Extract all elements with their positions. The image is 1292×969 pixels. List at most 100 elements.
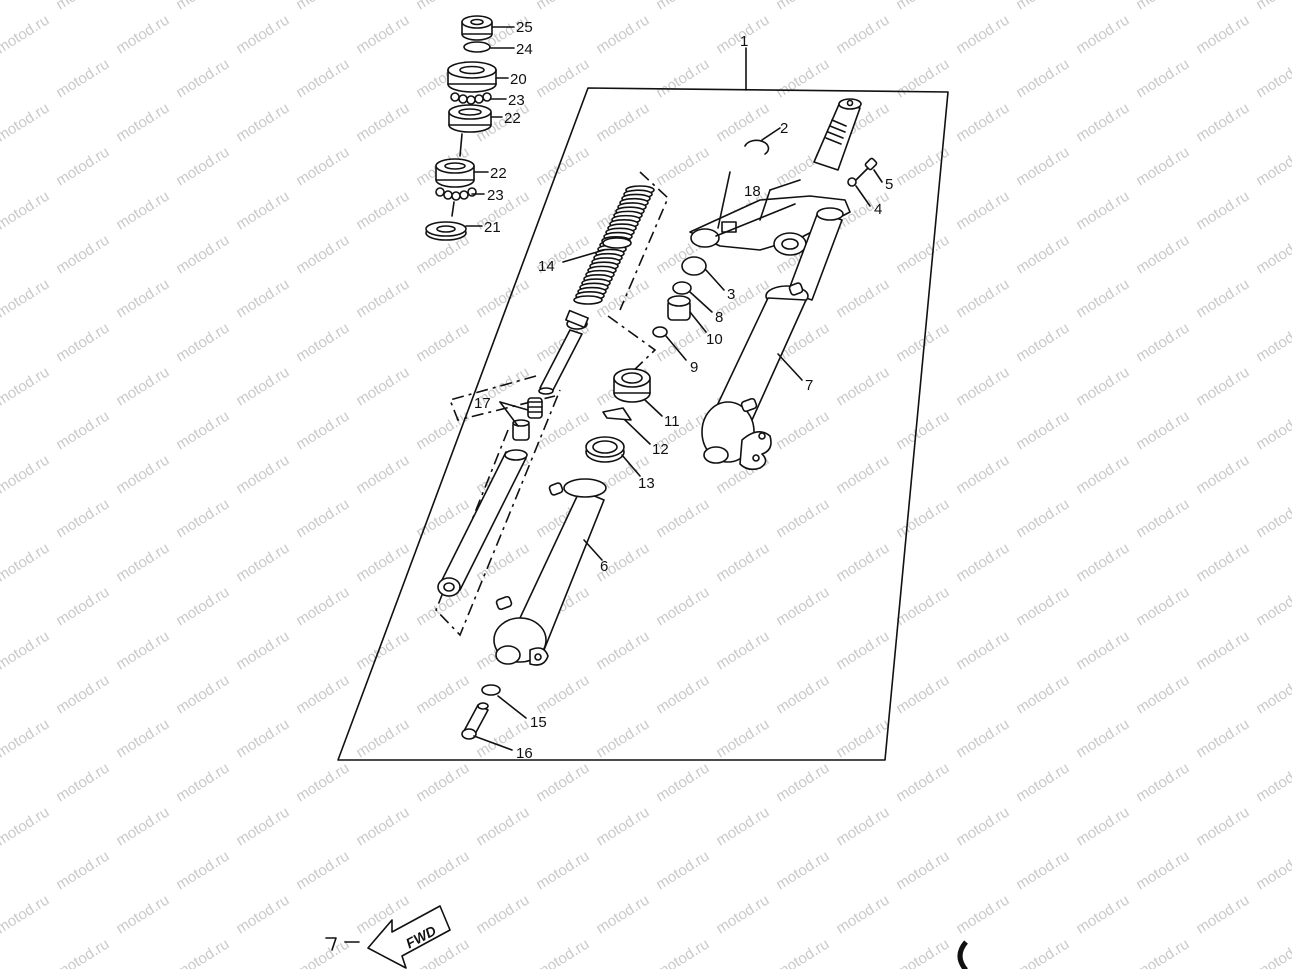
lock-washer	[463, 41, 491, 53]
forward-direction-arrow: FWD	[325, 905, 451, 969]
ring-nut	[461, 15, 493, 41]
callout-24: 24	[516, 41, 533, 58]
watermark-text: motod.ru	[1073, 540, 1132, 586]
watermark-text: motod.ru	[53, 936, 112, 969]
watermark-text: motod.ru	[893, 496, 952, 542]
watermark-text: motod.ru	[113, 100, 172, 146]
watermark-text: motod.ru	[353, 716, 412, 762]
watermark-text: motod.ru	[533, 56, 592, 102]
lower-bearing-race	[435, 158, 475, 188]
watermark-text: motod.ru	[293, 760, 352, 806]
dashed-bracket-lower	[448, 375, 556, 421]
steering-head-parts	[425, 15, 497, 241]
watermark-text: motod.ru	[893, 848, 952, 894]
watermark-text: motod.ru	[113, 628, 172, 674]
callout-16: 16	[516, 745, 533, 762]
callout-23-lower: 23	[487, 187, 504, 204]
watermark-text: motod.ru	[1193, 188, 1252, 234]
watermark-text: motod.ru	[953, 628, 1012, 674]
watermark-text: motod.ru	[473, 892, 532, 938]
upper-bearing-race	[448, 104, 492, 133]
watermark-text: motod.ru	[293, 56, 352, 102]
callout-leaders	[465, 26, 883, 751]
callout-13: 13	[638, 475, 655, 492]
watermark-text: motod.ru	[593, 892, 652, 938]
watermark-text: motod.ru	[713, 540, 772, 586]
watermark-text: motod.ru	[653, 672, 712, 718]
watermark-text: motod.ru	[1253, 760, 1292, 806]
circlip-8	[672, 281, 692, 295]
watermark-text: motod.ru	[53, 760, 112, 806]
watermark-text: motod.ru	[0, 364, 52, 410]
callout-11: 11	[664, 413, 680, 430]
inner-fork-tube	[437, 449, 528, 597]
watermark-text: motod.ru	[833, 716, 892, 762]
watermark-text: motod.ru	[833, 12, 892, 58]
watermark-text: motod.ru	[1013, 320, 1072, 366]
snap-ring-2	[744, 139, 770, 155]
watermark-text: motod.ru	[1133, 232, 1192, 278]
watermark-text: motod.ru	[1133, 408, 1192, 454]
watermark-text: motod.ru	[233, 364, 292, 410]
watermark-text: motod.ru	[233, 12, 292, 58]
dust-seal-ring	[425, 221, 467, 241]
callout-17: 17	[474, 395, 491, 412]
watermark-text: motod.ru	[353, 364, 412, 410]
callout-18: 18	[744, 183, 761, 200]
watermark-text: motod.ru	[233, 892, 292, 938]
watermark-text: motod.ru	[953, 188, 1012, 234]
damper-rod	[538, 309, 589, 395]
watermark-text: motod.ru	[1253, 496, 1292, 542]
watermark-text: motod.ru	[1073, 12, 1132, 58]
watermark-text: motod.ru	[353, 276, 412, 322]
watermark-text: motod.ru	[173, 232, 232, 278]
watermark-text: motod.ru	[173, 936, 232, 969]
watermark-text: motod.ru	[113, 716, 172, 762]
watermark-text: motod.ru	[0, 188, 52, 234]
watermark-text: motod.ru	[113, 452, 172, 498]
watermark-text: motod.ru	[1073, 100, 1132, 146]
watermark-text: motod.ru	[1133, 584, 1192, 630]
watermark-text: motod.ru	[1073, 188, 1132, 234]
watermark-text: motod.ru	[533, 936, 592, 969]
watermark-text: motod.ru	[353, 188, 412, 234]
watermark-text: motod.ru	[1253, 936, 1292, 969]
watermark-text: motod.ru	[1073, 364, 1132, 410]
watermark-text: motod.ru	[293, 672, 352, 718]
watermark-text: motod.ru	[293, 936, 352, 969]
watermark-text: motod.ru	[0, 452, 52, 498]
callout-12: 12	[652, 441, 669, 458]
watermark-text: motod.ru	[173, 56, 232, 102]
watermark-text: motod.ru	[953, 12, 1012, 58]
fork-bracket	[689, 195, 851, 256]
watermark-text: motod.ru	[53, 56, 112, 102]
watermark-text: motod.ru	[953, 100, 1012, 146]
watermark-text: motod.ru	[533, 848, 592, 894]
watermark-text: motod.ru	[293, 848, 352, 894]
watermark-text: motod.ru	[533, 144, 592, 190]
watermark-text: motod.ru	[413, 672, 472, 718]
steering-stem	[813, 98, 862, 171]
watermark-text: motod.ru	[833, 892, 892, 938]
watermark-text: motod.ru	[833, 276, 892, 322]
watermark-text: motod.ru	[1013, 232, 1072, 278]
watermark-text: motod.ru	[1073, 892, 1132, 938]
watermark-text: motod.ru	[233, 100, 292, 146]
watermark-text: motod.ru	[713, 628, 772, 674]
watermark-text: motod.ru	[773, 408, 832, 454]
watermark-text: motod.ru	[293, 144, 352, 190]
watermark-text: motod.ru	[653, 144, 712, 190]
watermark-text: motod.ru	[53, 408, 112, 454]
watermark-text: motod.ru	[1193, 276, 1252, 322]
watermark-text: motod.ru	[833, 628, 892, 674]
leader-2-dash	[717, 171, 731, 229]
watermark-text: motod.ru	[1133, 320, 1192, 366]
watermark-text: motod.ru	[893, 232, 952, 278]
watermark-text: motod.ru	[113, 188, 172, 234]
watermark-text: motod.ru	[953, 804, 1012, 850]
watermark-text: motod.ru	[593, 716, 652, 762]
watermark-text: motod.ru	[113, 892, 172, 938]
watermark-text: motod.ru	[113, 804, 172, 850]
watermark-text: motod.ru	[1013, 56, 1072, 102]
